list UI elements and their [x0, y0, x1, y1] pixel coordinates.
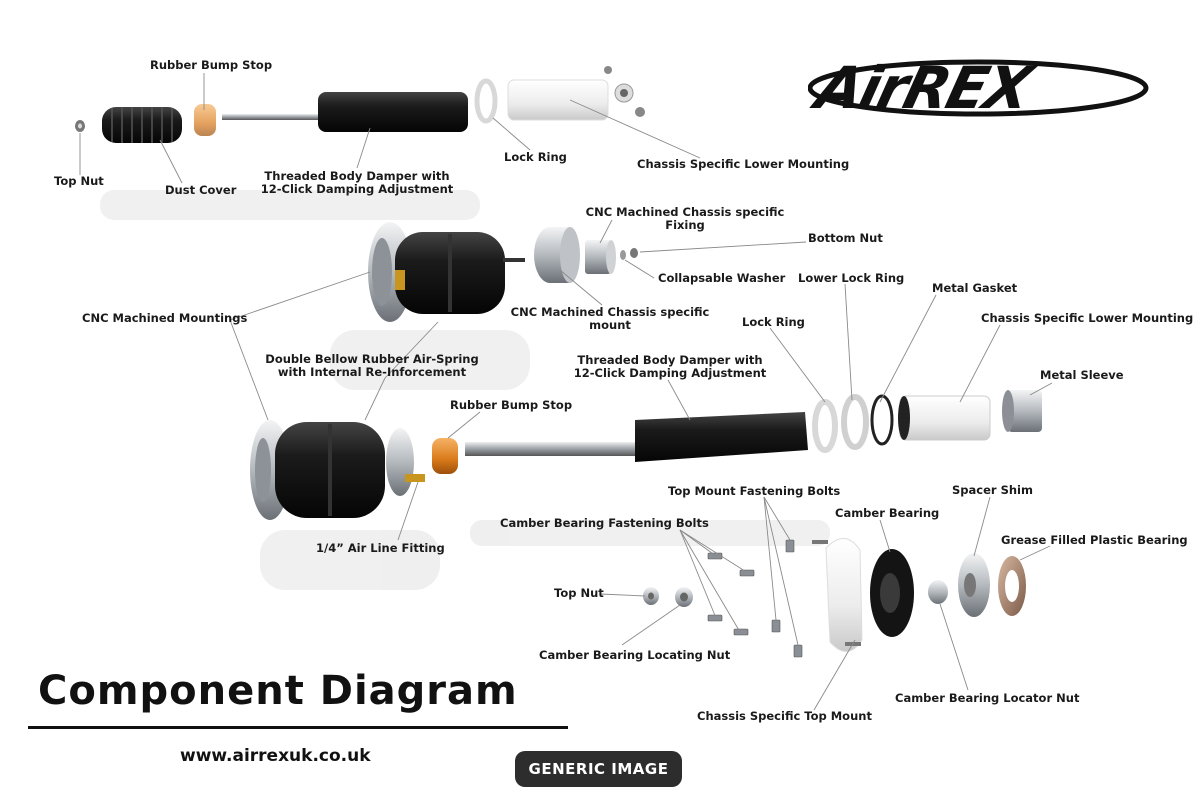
washer-nut-part [620, 248, 638, 260]
generic-image-badge: GENERIC IMAGE [515, 751, 682, 787]
air-spring-bottom-part [250, 420, 425, 520]
label-rubber-bump-stop-top: Rubber Bump Stop [150, 58, 273, 72]
bolts-part [707, 539, 803, 658]
bump-stop-mid-part [432, 438, 458, 474]
top-nut-part [75, 120, 85, 132]
label-lock-ring-mid: Lock Ring [742, 315, 805, 329]
label-lower-lock-ring: Lower Lock Ring [798, 271, 905, 285]
top-mount-plate-part [812, 538, 863, 652]
label-bottom-nut: Bottom Nut [808, 231, 883, 245]
label-double-bellow-1: Double Bellow Rubber Air-Spring [265, 352, 479, 366]
label-cnc-fixing-2: Fixing [665, 218, 705, 232]
label-air-line-fitting: 1/4” Air Line Fitting [316, 541, 445, 555]
cnc-fixing-part [585, 240, 616, 274]
label-grease-bearing: Grease Filled Plastic Bearing [1001, 533, 1188, 547]
label-threaded-damper-mid-1: Threaded Body Damper with [577, 353, 763, 367]
label-double-bellow-2: with Internal Re-Inforcement [277, 365, 467, 379]
air-spring-top-part [368, 222, 525, 322]
label-threaded-damper-top-2: 12-Click Damping Adjustment [260, 182, 454, 196]
label-spacer-shim: Spacer Shim [952, 483, 1033, 497]
website-link[interactable]: www.airrexuk.co.uk [180, 746, 371, 766]
diagram-title: Component Diagram [38, 668, 518, 714]
label-chassis-lower-mount-top: Chassis Specific Lower Mounting [637, 157, 850, 171]
plastic-bearing-part [998, 556, 1026, 616]
damper-top-part [222, 92, 468, 132]
camber-bearing-part [870, 549, 914, 637]
label-camber-locating-nut: Camber Bearing Locating Nut [539, 648, 731, 662]
reflections [100, 190, 830, 590]
label-top-nut-bottom: Top Nut [554, 586, 604, 600]
label-chassis-lower-mount-mid: Chassis Specific Lower Mounting [981, 311, 1194, 325]
logo-text: AirREX [809, 54, 1037, 122]
label-cnc-mount-1: CNC Machined Chassis specific [510, 305, 710, 319]
label-rubber-bump-stop-mid: Rubber Bump Stop [450, 398, 573, 412]
lock-ring-top-part [474, 78, 498, 124]
label-lock-ring-top: Lock Ring [504, 150, 567, 164]
label-camber-locator-nut: Camber Bearing Locator Nut [895, 691, 1080, 705]
lower-mount-mid-part [898, 395, 991, 441]
spacer-shim-part [958, 553, 990, 617]
title-underline [28, 726, 568, 729]
nuts-bottom-part [643, 587, 693, 607]
label-top-mount-bolts: Top Mount Fastening Bolts [668, 484, 841, 498]
label-camber-bearing-bolts: Camber Bearing Fastening Bolts [500, 516, 709, 530]
dust-cover-part [102, 107, 182, 143]
bump-stop-top-part [194, 104, 216, 136]
label-camber-bearing: Camber Bearing [835, 506, 940, 520]
lock-rings-mid-part [812, 394, 894, 453]
label-metal-sleeve: Metal Sleeve [1040, 368, 1124, 382]
label-top-nut-top: Top Nut [54, 174, 104, 188]
cnc-mount-part [534, 227, 580, 283]
label-metal-gasket: Metal Gasket [932, 281, 1018, 295]
label-cnc-mountings: CNC Machined Mountings [82, 311, 248, 325]
label-cnc-mount-2: mount [589, 318, 631, 332]
label-cnc-fixing-1: CNC Machined Chassis specific [585, 205, 785, 219]
metal-sleeve-part [1002, 390, 1042, 432]
label-threaded-damper-top-1: Threaded Body Damper with [264, 169, 450, 183]
leader-lines [79, 73, 1053, 711]
lower-mount-top-part [507, 66, 645, 121]
label-dust-cover: Dust Cover [165, 183, 237, 197]
damper-mid-part [465, 412, 808, 462]
label-chassis-top-mount: Chassis Specific Top Mount [697, 709, 872, 723]
label-collapsable-washer: Collapsable Washer [658, 271, 786, 285]
locator-nut-part [928, 580, 948, 604]
label-threaded-damper-mid-2: 12-Click Damping Adjustment [573, 366, 767, 380]
airrex-logo [808, 59, 1149, 117]
